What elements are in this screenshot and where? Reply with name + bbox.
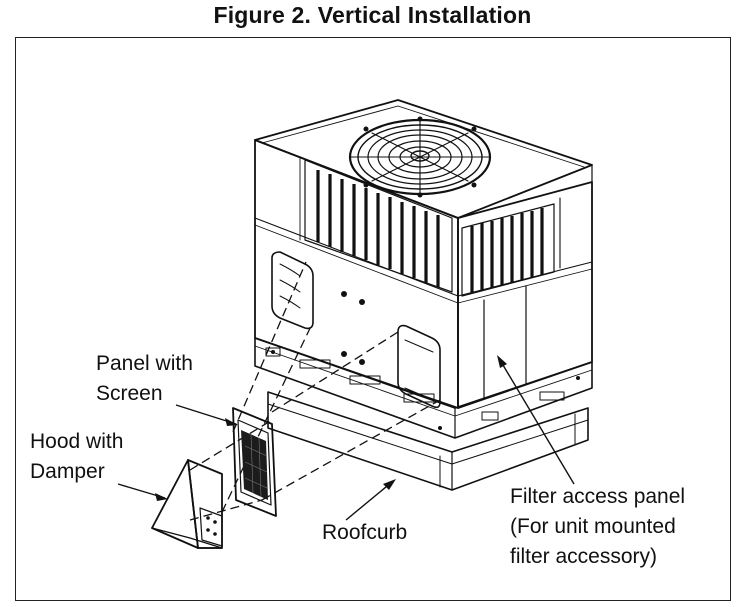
label-panel-with-screen: Panel with Screen — [96, 349, 193, 409]
label-filter-access-panel: Filter access panel (For unit mounted fi… — [510, 482, 685, 572]
label-panel-line1: Panel with — [96, 352, 193, 375]
label-filter-line2: (For unit mounted — [510, 515, 676, 538]
panel-with-screen — [232, 407, 277, 517]
figure-title: Figure 2. Vertical Installation — [213, 2, 532, 28]
label-filter-line1: Filter access panel — [510, 485, 686, 508]
screen-mesh — [241, 430, 268, 500]
unit-right-face — [457, 181, 593, 409]
label-panel-line2: Screen — [96, 382, 163, 405]
label-roofcurb: Roofcurb — [322, 521, 408, 544]
roofcurb — [267, 391, 589, 491]
condenser-fan — [348, 116, 492, 198]
figure-frame — [15, 37, 731, 601]
label-hood-line2: Damper — [30, 460, 105, 483]
alignment-lines — [189, 261, 441, 521]
coil-grille-left — [316, 170, 440, 287]
label-filter-line3: filter accessory) — [510, 545, 658, 568]
hood-with-damper — [151, 459, 223, 549]
label-hood-line1: Hood with — [30, 430, 124, 453]
leader-lines — [117, 355, 575, 521]
label-hood-with-damper: Hood with Damper — [30, 427, 123, 487]
unit-left-face — [254, 139, 459, 409]
unit-base-rail — [254, 337, 593, 439]
unit-top — [254, 99, 593, 219]
coil-grille-right — [470, 208, 544, 293]
